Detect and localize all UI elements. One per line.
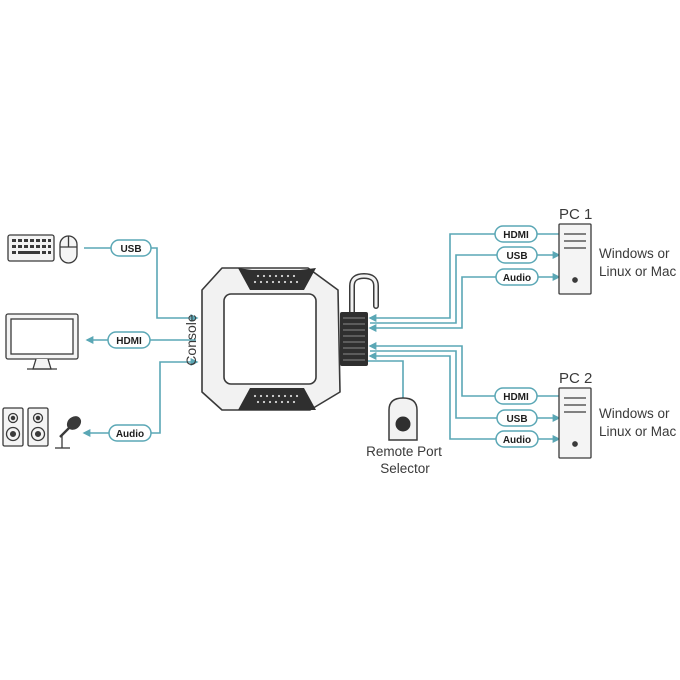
- remote-label-line2: Selector: [380, 461, 430, 476]
- pc1-audio-tag: Audio: [495, 268, 539, 286]
- cable-loop: [349, 272, 379, 317]
- pc1-tower-icon: [558, 223, 592, 295]
- remote-port-selector[interactable]: [388, 397, 418, 441]
- pc2-hdmi-tag-label: HDMI: [503, 392, 529, 403]
- usb-console-cable: [84, 247, 199, 322]
- usb-console-tag-label: USB: [120, 244, 141, 255]
- pc1-audio-tag-label: Audio: [503, 273, 531, 284]
- pc2-os-line2: Linux or Mac: [599, 424, 677, 439]
- kvm-switch: [201, 267, 379, 411]
- hdmi-console-tag-label: HDMI: [116, 336, 142, 347]
- monitor-icon: [5, 313, 79, 370]
- hdmi-console-tag: HDMI: [107, 331, 151, 349]
- top-grip: [238, 268, 316, 290]
- pc2-os-line1: Windows or: [599, 406, 670, 421]
- pc1-hdmi-tag: HDMI: [494, 225, 538, 243]
- audio-console-tag: Audio: [108, 424, 152, 442]
- pc2-usb-tag-label: USB: [506, 414, 527, 425]
- pc1-os-line1: Windows or: [599, 246, 670, 261]
- remote-label-line1: Remote Port: [366, 444, 442, 459]
- bottom-grip: [238, 388, 316, 410]
- audio-console-cable: [82, 358, 199, 437]
- remote-selector-cable: [366, 360, 404, 398]
- cable-bundle: [340, 312, 368, 366]
- pc1-os-line2: Linux or Mac: [599, 264, 677, 279]
- pc1-usb-cable: [370, 251, 561, 324]
- pc2-title: PC 2: [559, 370, 592, 387]
- console-label: Console: [183, 314, 199, 366]
- pc1-title: PC 1: [559, 206, 592, 223]
- pc1-usb-tag: USB: [496, 246, 538, 264]
- pc1-usb-tag-label: USB: [506, 251, 527, 262]
- keyboard-mouse-icon: [7, 234, 78, 264]
- grip-dots: [253, 274, 299, 404]
- switch-button[interactable]: [223, 293, 317, 385]
- pc2-usb-tag: USB: [496, 409, 538, 427]
- usb-console-tag: USB: [110, 239, 152, 257]
- pc2-audio-tag: Audio: [495, 430, 539, 448]
- pc1-hdmi-tag-label: HDMI: [503, 230, 529, 241]
- speakers-microphone-icon: [2, 407, 82, 449]
- pc2-hdmi-tag: HDMI: [494, 387, 538, 405]
- pc2-audio-tag-label: Audio: [503, 435, 531, 446]
- audio-console-tag-label: Audio: [116, 429, 144, 440]
- pc2-tower-icon: [558, 387, 592, 459]
